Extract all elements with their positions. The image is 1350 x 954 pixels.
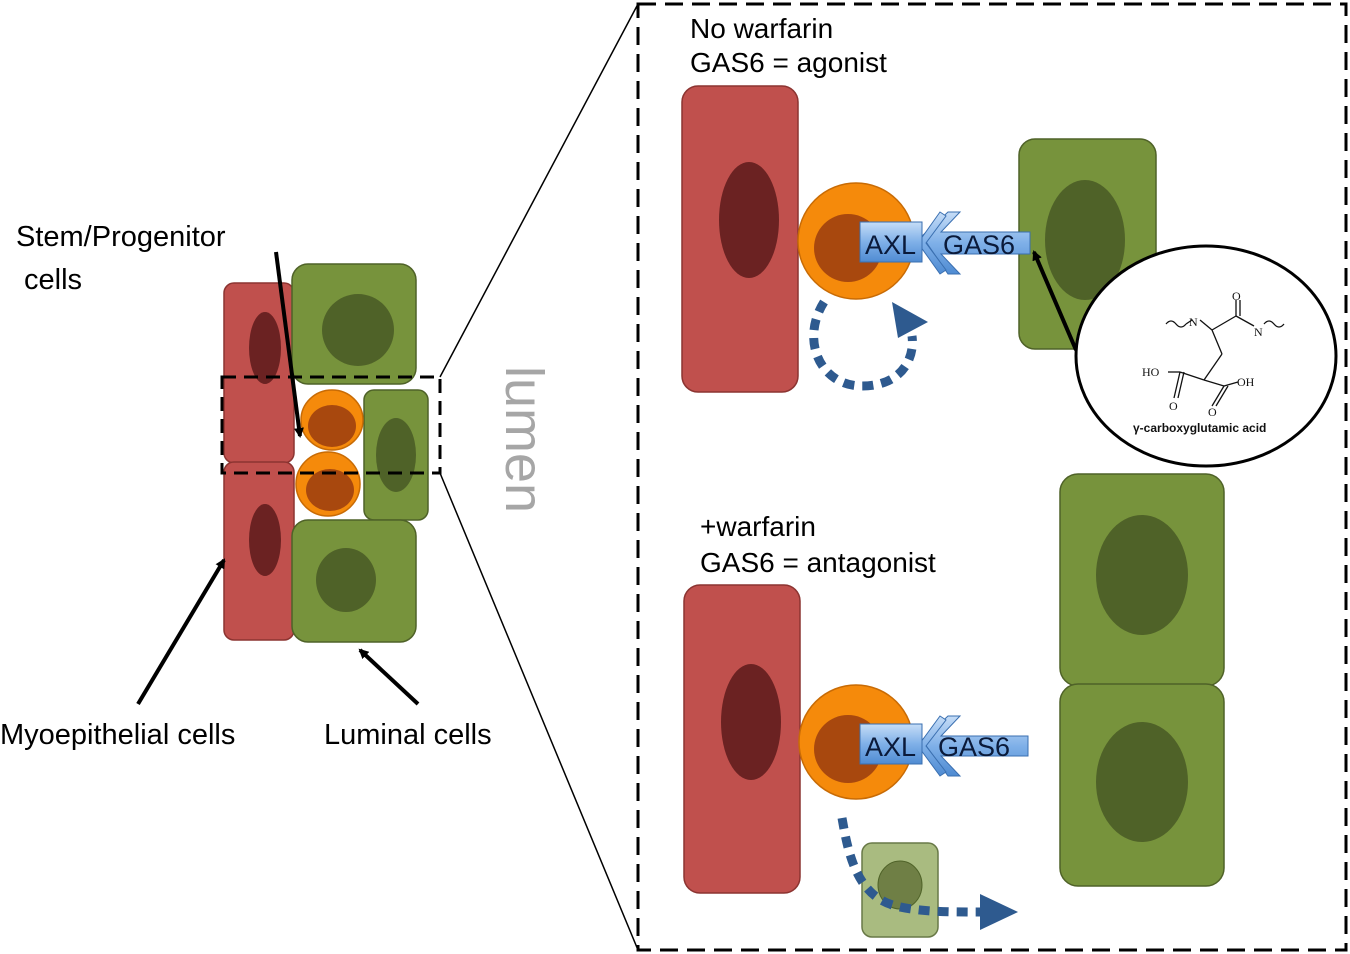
top-self-renewal-arrow	[809, 299, 917, 391]
gla-caption: γ-carboxyglutamic acid	[1133, 421, 1266, 435]
gla-atom-n1: N	[1189, 315, 1198, 329]
stem-label-line2: cells	[24, 264, 82, 296]
myoepithelial-cell-lower	[223, 461, 295, 641]
zoom-connector-top	[439, 3, 639, 378]
lumen-label: lumen	[494, 366, 554, 513]
left-tissue-group	[220, 263, 442, 643]
bottom-axl-receptor	[859, 723, 923, 765]
zoom-connector-bottom	[439, 472, 639, 951]
top-axl-label: AXL	[865, 230, 916, 260]
gla-atom-o3: O	[1208, 405, 1217, 419]
stem-label-line1: Stem/Progenitor	[16, 221, 226, 253]
luminal-cell-top	[291, 263, 417, 385]
gla-atom-oh: OH	[1237, 375, 1255, 389]
gla-pointer-arrow	[1032, 250, 1078, 351]
bottom-title-line1: +warfarin	[700, 511, 816, 542]
gla-atom-o1: O	[1232, 289, 1241, 303]
zoom-selection-box	[220, 375, 442, 475]
luminal-pointer-arrow	[358, 648, 420, 706]
bottom-luminal-cell-lower	[1059, 683, 1225, 887]
bottom-differentiation-arrowhead	[980, 894, 1018, 930]
luminal-cell-right	[363, 389, 429, 521]
bottom-axl-label: AXL	[865, 732, 916, 762]
zoom-panel-border	[636, 2, 1348, 952]
bottom-myoepithelial-cell	[683, 584, 801, 894]
bottom-gas6-label: GAS6	[938, 732, 1010, 762]
bottom-luminal-cell-upper	[1059, 473, 1225, 687]
gla-atom-n2: N	[1254, 325, 1263, 339]
luminal-label: Luminal cells	[324, 719, 492, 751]
gla-structure-inset: N O N HO OH O O γ-carboxyglutamic acid	[1074, 244, 1338, 468]
myoepithelial-pointer-arrow	[136, 558, 226, 706]
gla-atom-ho: HO	[1142, 365, 1160, 379]
myoepithelial-cell-upper	[223, 282, 295, 464]
top-gas6-ligand	[917, 211, 1031, 275]
bottom-gas6-ligand	[917, 715, 1029, 777]
gla-atom-o2: O	[1169, 399, 1178, 413]
luminal-cell-bottom	[291, 519, 417, 643]
top-axl-receptor	[859, 221, 923, 263]
top-self-renewal-arrowhead	[892, 302, 928, 338]
stem-cell-lower	[295, 451, 361, 517]
top-myoepithelial-cell	[681, 85, 799, 393]
top-title-line2: GAS6 = agonist	[690, 47, 887, 78]
stem-pointer-arrow	[274, 251, 304, 438]
stem-cell-upper	[300, 389, 364, 451]
top-gas6-label: GAS6	[943, 230, 1015, 260]
myoepithelial-label: Myoepithelial cells	[0, 719, 235, 751]
bottom-title-line2: GAS6 = antagonist	[700, 547, 936, 578]
top-title-line1: No warfarin	[690, 13, 833, 44]
